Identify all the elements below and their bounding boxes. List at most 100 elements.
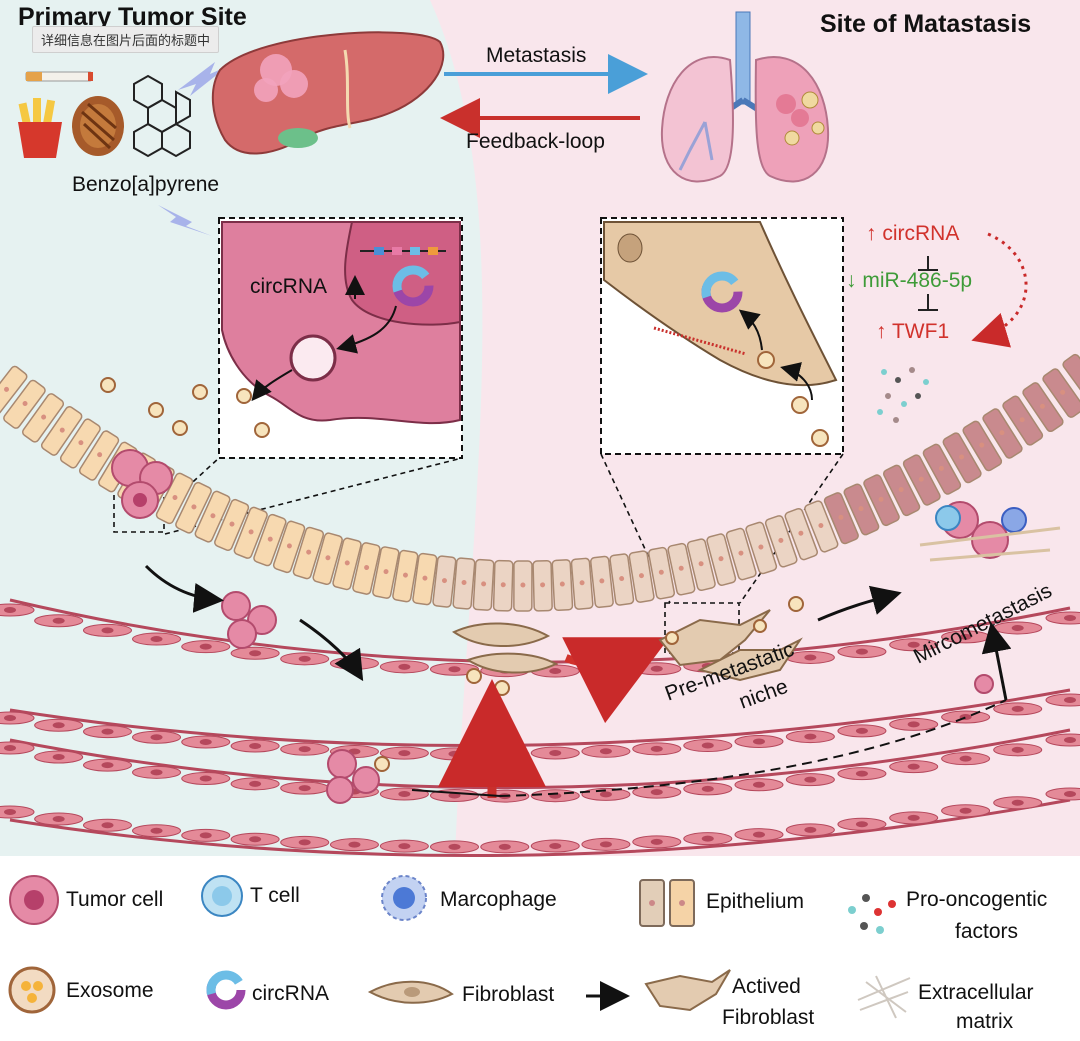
epithelial-cell-nucleus — [858, 506, 864, 512]
endothelial-cell-nucleus — [1064, 791, 1076, 797]
endothelial-cell-nucleus — [4, 745, 16, 751]
epithelial-cell-nucleus — [172, 494, 178, 500]
epithelial-cell-nucleus — [441, 578, 447, 584]
endothelial-cell-nucleus — [549, 842, 562, 849]
epithelial-cell-nucleus — [778, 537, 784, 543]
epithelial-cell-nucleus — [383, 569, 389, 575]
exosome-icon — [289, 334, 337, 382]
epithelial-cell-nucleus — [500, 582, 506, 588]
endothelial-cell-nucleus — [1064, 737, 1076, 743]
legend-circrna-icon — [206, 970, 246, 1010]
endothelial-cell-nucleus — [398, 663, 411, 670]
endothelial-cell-nucleus — [199, 832, 212, 839]
epithelial-cell-nucleus — [481, 581, 487, 587]
endothelial-cell-nucleus — [4, 809, 16, 815]
endothelial-cell-nucleus — [959, 807, 972, 814]
endothelial-cell-nucleus — [599, 667, 612, 674]
endothelial-cell-nucleus — [498, 843, 511, 850]
endothelial-cell-nucleus — [249, 780, 262, 787]
liver-illustration — [211, 31, 445, 155]
pathway-twf1: ↑ TWF1 — [876, 320, 950, 343]
endothelial-cell-nucleus — [4, 715, 16, 721]
endothelial-cell-nucleus — [101, 627, 114, 634]
endothelial-cell-nucleus — [855, 770, 868, 777]
endothelial-cell-nucleus — [249, 836, 262, 843]
endothelial-cell-nucleus — [150, 769, 163, 776]
legend-t-cell-icon — [201, 875, 243, 917]
endothelial-cell-nucleus — [599, 791, 612, 798]
endothelial-cell-nucleus — [549, 749, 562, 756]
legend-pro-oncogenic-factors-icon — [848, 894, 896, 934]
endothelial-cell-nucleus — [199, 775, 212, 782]
endothelial-cell-nucleus — [804, 654, 817, 661]
epithelial-cell-nucleus — [918, 476, 924, 482]
pathway-circrna-text: circRNA — [882, 222, 960, 245]
endothelial-cell-nucleus — [752, 831, 765, 838]
endothelial-cell-nucleus — [52, 722, 65, 729]
endothelial-cell-nucleus — [1064, 615, 1076, 621]
legend-actived-label-2: Fibroblast — [722, 1006, 815, 1029]
epithelial-cell-nucleus — [718, 556, 724, 562]
epithelial-cell-nucleus — [559, 581, 565, 587]
endothelial-cell-nucleus — [907, 814, 920, 821]
legend-ecm-icon — [857, 975, 911, 1019]
epithelial-cell-nucleus — [22, 400, 28, 406]
legend-ecm-label-2: matrix — [956, 1010, 1014, 1033]
endothelial-cell — [1045, 733, 1080, 747]
legend-exosome-label: Exosome — [66, 979, 154, 1002]
epithelial-cell-nucleus — [579, 580, 585, 586]
cigarette-icon — [25, 71, 93, 82]
lungs-illustration — [660, 11, 830, 183]
endothelial-cell-nucleus — [101, 762, 114, 769]
pathway-twf1-text: TWF1 — [891, 320, 950, 343]
caption-tooltip[interactable]: 详细信息在图片后面的标题中 — [32, 26, 220, 53]
macrophage-icon — [1001, 507, 1027, 533]
endothelial-cell-nucleus — [1064, 697, 1076, 703]
epithelial-cell-nucleus — [638, 573, 644, 579]
epithelial-cell-nucleus — [364, 565, 370, 571]
endothelial-cell-nucleus — [907, 763, 920, 770]
endothelial-cell-nucleus — [752, 738, 765, 745]
endothelial-cell-nucleus — [907, 721, 920, 728]
endothelial-cell-nucleus — [4, 607, 16, 613]
endothelial-cell-nucleus — [52, 617, 65, 624]
endothelial-cell-nucleus — [199, 739, 212, 746]
metastasis-arrow-label: Metastasis — [486, 44, 587, 67]
epithelial-cell-nucleus — [898, 486, 904, 492]
fibroblast-group — [451, 622, 559, 674]
epithelial-cell-nucleus — [191, 504, 197, 510]
endothelial-cell-nucleus — [804, 776, 817, 783]
epithelial-cell-nucleus — [738, 550, 744, 556]
legend-circrna-label: circRNA — [252, 982, 329, 1005]
inset-circrna-label: circRNA — [250, 275, 327, 298]
legend-tumor-cell-icon — [9, 875, 59, 925]
epithelial-cell-nucleus — [1039, 403, 1045, 409]
endothelial-cell — [0, 805, 35, 819]
endothelial-cell-nucleus — [448, 666, 461, 673]
endothelial-cell — [0, 603, 35, 617]
epithelial-cell-nucleus — [938, 465, 944, 471]
endothelial-cell-nucleus — [804, 733, 817, 740]
activated-fibroblast-group — [658, 609, 803, 682]
epithelial-cell-nucleus — [267, 536, 273, 542]
circulating-tumor-cells — [221, 591, 994, 804]
endothelial-cell-nucleus — [150, 827, 163, 834]
epithelial-cell-nucleus — [959, 454, 965, 460]
pathway-mirna: ↓ miR-486-5p — [846, 269, 973, 292]
epithelial-cell-nucleus — [59, 427, 65, 433]
lightning-bolt-icon — [158, 205, 212, 236]
endothelial-cell-nucleus — [959, 633, 972, 640]
epithelial-cell-nucleus — [78, 440, 84, 446]
endothelial-cell-nucleus — [1011, 705, 1024, 712]
epithelial-cell-nucleus — [344, 560, 350, 566]
epithelial-cell-nucleus — [678, 565, 684, 571]
legend-pro-oncogenic-label-1: Pro-oncogentic — [906, 888, 1048, 911]
endothelial-cell-nucleus — [599, 748, 612, 755]
endothelial-cell — [1045, 611, 1080, 625]
endothelial-cell-nucleus — [1011, 624, 1024, 631]
pathway-circrna: ↑ circRNA — [866, 222, 960, 245]
endothelial-cell-nucleus — [650, 745, 663, 752]
endothelial-cell-nucleus — [398, 750, 411, 757]
micrometastasis-cluster — [919, 501, 1061, 562]
